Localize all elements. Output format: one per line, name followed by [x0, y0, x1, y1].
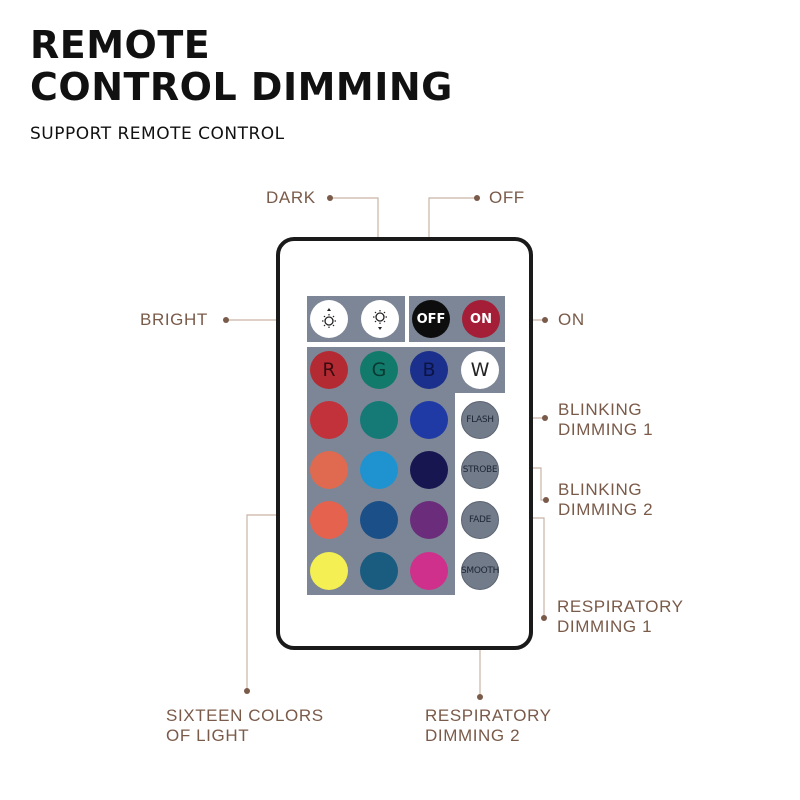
strobe-button[interactable]: STROBE	[461, 451, 499, 489]
blinking1-dot	[542, 415, 548, 421]
green-button[interactable]: G	[360, 351, 398, 389]
subtitle: SUPPORT REMOTE CONTROL	[30, 124, 285, 144]
respiratory2-dot	[477, 694, 483, 700]
label-line: RESPIRATORY	[557, 597, 684, 616]
label-line: RESPIRATORY	[425, 706, 552, 725]
fade-button[interactable]: FADE	[461, 501, 499, 539]
smooth-button[interactable]: SMOOTH	[461, 552, 499, 590]
page-title: REMOTE CONTROL DIMMING	[30, 24, 453, 108]
white-button[interactable]: W	[461, 351, 499, 389]
brightness-down-button[interactable]	[310, 300, 348, 338]
label-sixteen-colors: SIXTEEN COLORS OF LIGHT	[166, 706, 324, 746]
brightness-down-icon	[373, 310, 387, 330]
on-dot	[542, 317, 548, 323]
label-line: OF LIGHT	[166, 726, 250, 745]
title-line-2: CONTROL DIMMING	[30, 65, 453, 109]
label-line: DIMMING 2	[558, 500, 654, 519]
color-button[interactable]	[310, 401, 348, 439]
color-button[interactable]	[410, 552, 448, 590]
label-line: DIMMING 2	[425, 726, 521, 745]
respiratory1-dot	[541, 615, 547, 621]
color-button[interactable]	[360, 552, 398, 590]
on-button[interactable]: ON	[462, 300, 500, 338]
color-button[interactable]	[410, 501, 448, 539]
brightness-up-button[interactable]	[361, 300, 399, 338]
label-blinking-dimming-2: BLINKING DIMMING 2	[558, 480, 653, 520]
label-on: ON	[558, 310, 585, 329]
sixteen-dot	[244, 688, 250, 694]
label-blinking-dimming-1: BLINKING DIMMING 1	[558, 400, 653, 440]
blue-button[interactable]: B	[410, 351, 448, 389]
color-button[interactable]	[360, 401, 398, 439]
color-button[interactable]	[310, 552, 348, 590]
label-line: BLINKING	[558, 480, 643, 499]
remote-control: OFF ON R G B W FLASH STROBE FADE SMOOTH	[276, 237, 533, 650]
label-line: DIMMING 1	[557, 617, 653, 636]
color-button[interactable]	[410, 401, 448, 439]
color-button[interactable]	[310, 451, 348, 489]
label-line: DIMMING 1	[558, 420, 654, 439]
label-line: SIXTEEN COLORS	[166, 706, 324, 725]
label-line: BLINKING	[558, 400, 643, 419]
color-button[interactable]	[360, 451, 398, 489]
flash-button[interactable]: FLASH	[461, 401, 499, 439]
off-button[interactable]: OFF	[412, 300, 450, 338]
red-button[interactable]: R	[310, 351, 348, 389]
label-dark: DARK	[266, 188, 316, 207]
off-dot	[474, 195, 480, 201]
bright-dot	[223, 317, 229, 323]
label-respiratory-dimming-1: RESPIRATORY DIMMING 1	[557, 597, 684, 637]
dark-dot	[327, 195, 333, 201]
blinking2-dot	[543, 497, 549, 503]
label-bright: BRIGHT	[140, 310, 208, 329]
color-button[interactable]	[360, 501, 398, 539]
title-line-1: REMOTE	[30, 23, 211, 67]
color-button[interactable]	[310, 501, 348, 539]
color-button[interactable]	[410, 451, 448, 489]
label-respiratory-dimming-2: RESPIRATORY DIMMING 2	[425, 706, 552, 746]
label-off: OFF	[489, 188, 525, 207]
brightness-up-icon	[322, 308, 336, 328]
